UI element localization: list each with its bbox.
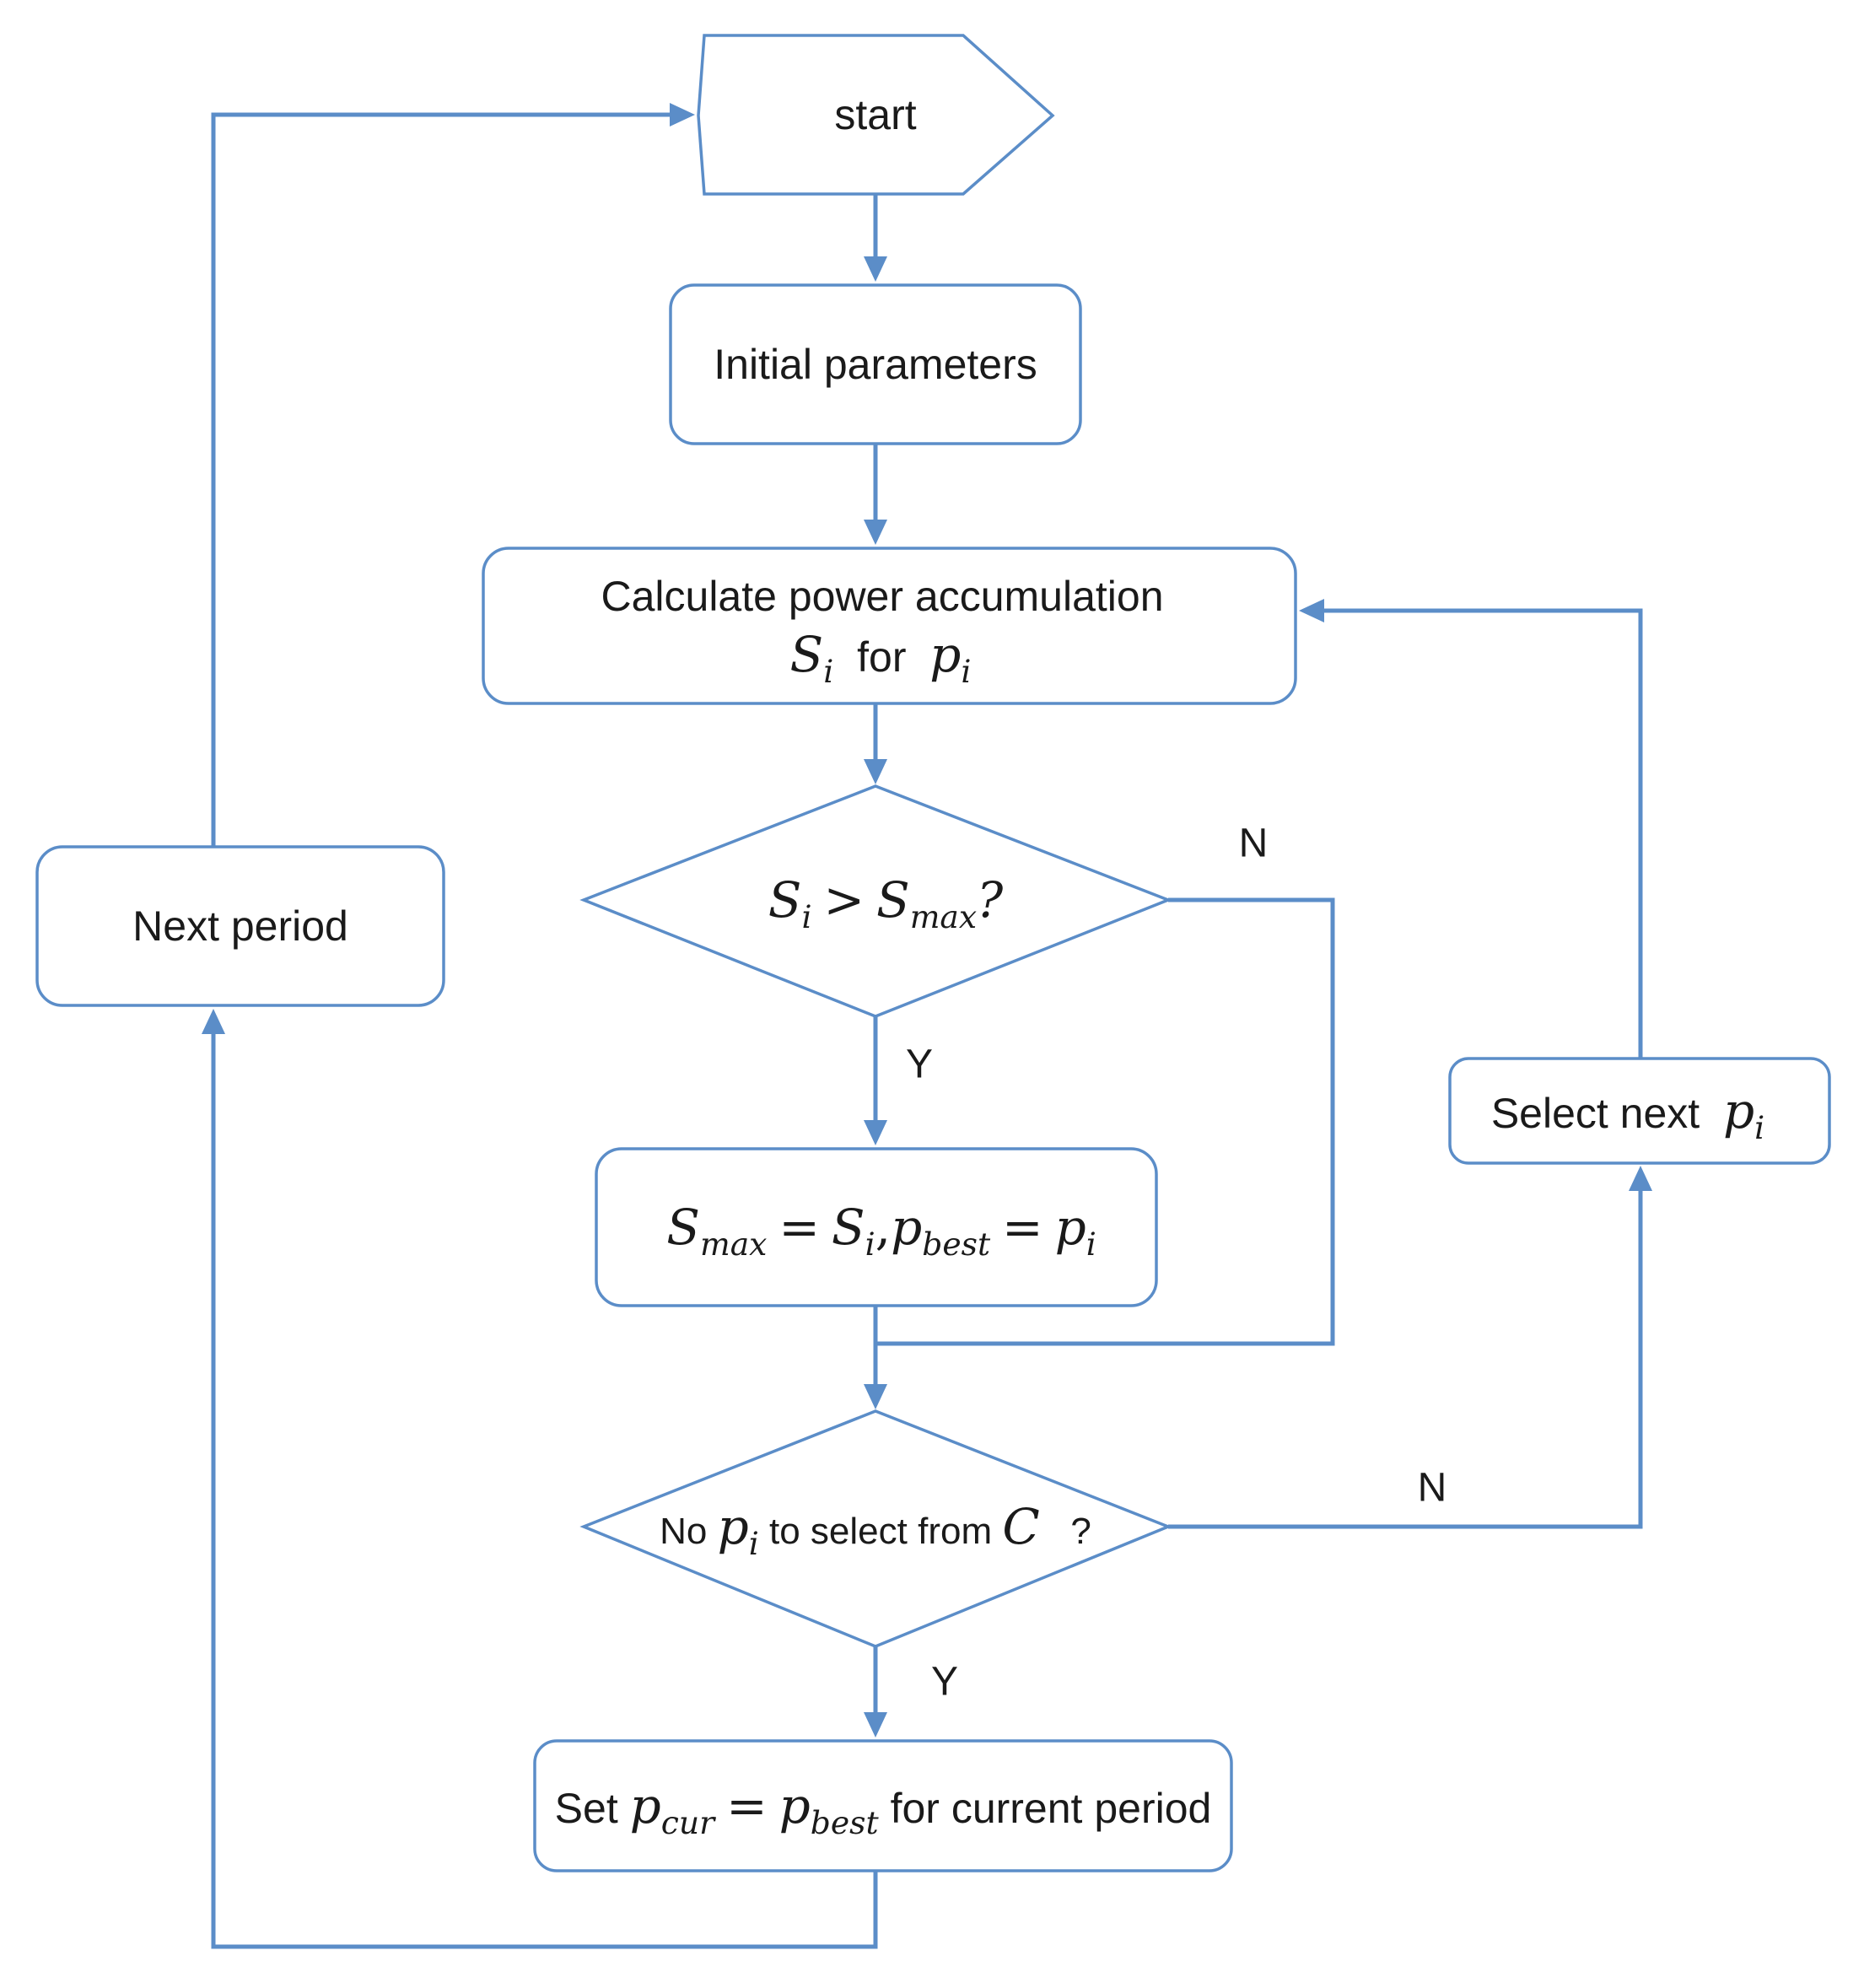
- edge-label-no-1: N: [1238, 821, 1269, 866]
- decision-question: ?: [1070, 1511, 1091, 1552]
- math-sub-i: i: [1754, 1109, 1765, 1147]
- set-current-label: Set pcur = pbest for current period: [554, 1777, 1212, 1839]
- math-p-i: pi: [929, 626, 971, 687]
- next-period-label: Next period: [132, 902, 348, 951]
- math-p-best: pbest: [778, 1777, 879, 1839]
- start-text: start: [834, 91, 917, 138]
- edge-label-yes-2: Y: [930, 1659, 959, 1705]
- assign-best-label: Smax = Si,pbest = pi: [666, 1199, 1096, 1260]
- edge-decision-no-bypass: [875, 897, 1335, 1346]
- math-equals: =: [726, 1777, 768, 1834]
- initial-parameters-text: Initial parameters: [714, 341, 1037, 388]
- math-p-cur: pcur: [629, 1777, 715, 1839]
- math-s-max: Smax: [666, 1199, 767, 1260]
- select-next-label: Select next pi: [1490, 1082, 1764, 1144]
- math-s-i: Si: [768, 871, 812, 933]
- math-s: S: [666, 1199, 700, 1256]
- decision-no-text: No: [660, 1511, 708, 1552]
- set-tail-text: for current period: [890, 1785, 1212, 1832]
- math-sub-i: i: [801, 898, 812, 936]
- math-comma: ,: [875, 1199, 892, 1256]
- math-question: ?: [977, 871, 1004, 929]
- math-sub-i: i: [748, 1525, 759, 1563]
- math-p-i: pi: [717, 1498, 759, 1560]
- math-s: S: [831, 1199, 865, 1256]
- set-current-node: [533, 1739, 1233, 1872]
- math-s: S: [789, 626, 824, 683]
- math-s-max: Smax: [875, 871, 977, 933]
- edge-select-next-to-calc: [1299, 599, 1643, 1059]
- decision-smax-label: Si > Smax?: [768, 871, 1004, 933]
- math-sub-i: i: [961, 653, 972, 691]
- edge-init-to-calc: [864, 444, 887, 545]
- next-period-text: Next period: [132, 902, 348, 950]
- math-p: p: [1054, 1199, 1086, 1256]
- math-equals: =: [778, 1199, 820, 1256]
- start-node: [697, 34, 1055, 196]
- math-equals: =: [1002, 1199, 1043, 1256]
- edge-label-no-2: N: [1417, 1465, 1447, 1511]
- math-s: S: [768, 871, 802, 929]
- set-text: Set: [554, 1785, 618, 1832]
- math-sub-i: i: [865, 1226, 875, 1263]
- edge-start-to-init: [864, 194, 887, 282]
- math-p-best: pbest: [891, 1199, 990, 1260]
- next-period-node: [35, 845, 445, 1007]
- initial-parameters-label: Initial parameters: [714, 340, 1037, 389]
- math-sub-best: best: [922, 1226, 991, 1263]
- math-sub-max: max: [909, 898, 978, 936]
- calculate-power-node: [482, 547, 1297, 705]
- math-p: p: [929, 626, 962, 683]
- math-sub-best: best: [810, 1804, 879, 1842]
- edge-decision-yes: [864, 1016, 887, 1145]
- math-sub-cur: cur: [660, 1804, 715, 1842]
- edge-calc-to-decision: [864, 703, 887, 784]
- math-p-i: pi: [1054, 1199, 1096, 1260]
- math-s-i: Si: [831, 1199, 875, 1260]
- math-p: p: [778, 1777, 811, 1834]
- start-label: start: [834, 90, 916, 139]
- edge-label-yes-1: Y: [905, 1042, 934, 1087]
- math-sub-max: max: [699, 1226, 768, 1263]
- math-c: C: [1002, 1498, 1040, 1555]
- calc-for-text: for: [857, 633, 907, 681]
- math-s: S: [875, 871, 910, 929]
- select-next-text: Select next: [1490, 1090, 1700, 1137]
- calculate-power-label-line2: Si for pi: [789, 626, 972, 687]
- edge-set-to-next-period: [202, 1009, 878, 1949]
- math-p: p: [1722, 1082, 1755, 1139]
- math-sub-i: i: [823, 653, 834, 691]
- math-greater-than: >: [823, 871, 865, 929]
- decision-mid-text: to select from: [769, 1511, 993, 1552]
- math-p-i: pi: [1722, 1082, 1764, 1144]
- decision-empty-label: No pi to select from C ?: [660, 1498, 1091, 1560]
- edge-next-period-to-start: [211, 103, 695, 847]
- math-p: p: [629, 1777, 661, 1834]
- math-sub-i: i: [1086, 1226, 1096, 1263]
- math-p: p: [717, 1498, 749, 1555]
- calculate-power-label-line1: Calculate power accumulation: [601, 572, 1163, 621]
- edge-decision2-yes: [864, 1646, 887, 1737]
- calculate-power-text: Calculate power accumulation: [601, 573, 1164, 620]
- math-p: p: [891, 1199, 923, 1256]
- edge-decision2-no: [1168, 1166, 1652, 1529]
- edge-assign-to-decision2: [864, 1306, 887, 1409]
- math-s-i: Si: [789, 626, 834, 687]
